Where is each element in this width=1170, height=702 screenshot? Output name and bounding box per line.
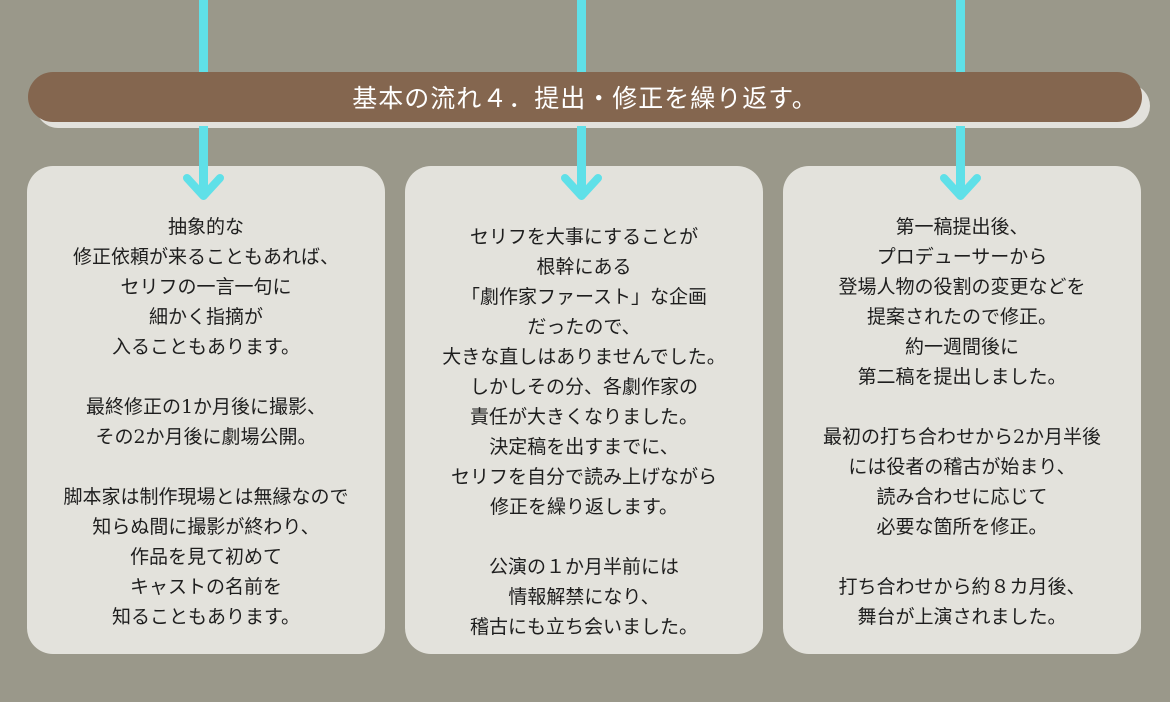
connector-line-top-center [577, 0, 586, 74]
connector-line-top-right [956, 0, 965, 74]
step-card-left: 抽象的な 修正依頼が来ることもあれば、 セリフの一言一句に 細かく指摘が 入るこ… [27, 166, 385, 654]
arrow-shaft-left [199, 160, 208, 196]
down-arrow-icon [561, 174, 602, 200]
connector-line-right [956, 126, 965, 180]
step-banner: 基本の流れ４．提出・修正を繰り返す。 [28, 72, 1142, 122]
arrow-shaft-right [956, 160, 965, 196]
down-arrow-icon [940, 174, 981, 200]
card-text-left: 抽象的な 修正依頼が来ることもあれば、 セリフの一言一句に 細かく指摘が 入るこ… [63, 216, 349, 628]
arrow-shaft-center [577, 160, 586, 196]
banner-title: 基本の流れ４．提出・修正を繰り返す。 [352, 84, 818, 113]
step-card-center: セリフを大事にすることが 根幹にある 「劇作家ファースト」な企画 だったので、 … [405, 166, 763, 654]
step-card-right: 第一稿提出後、 プロデューサーから 登場人物の役割の変更などを 提案されたので修… [783, 166, 1141, 654]
card-text-center: セリフを大事にすることが 根幹にある 「劇作家ファースト」な企画 だったので、 … [442, 226, 726, 638]
down-arrow-icon [183, 174, 224, 200]
connector-line-center [577, 126, 586, 180]
connector-line-top-left [199, 0, 208, 74]
connector-line-left [199, 126, 208, 180]
card-text-right: 第一稿提出後、 プロデューサーから 登場人物の役割の変更などを 提案されたので修… [822, 216, 1102, 628]
